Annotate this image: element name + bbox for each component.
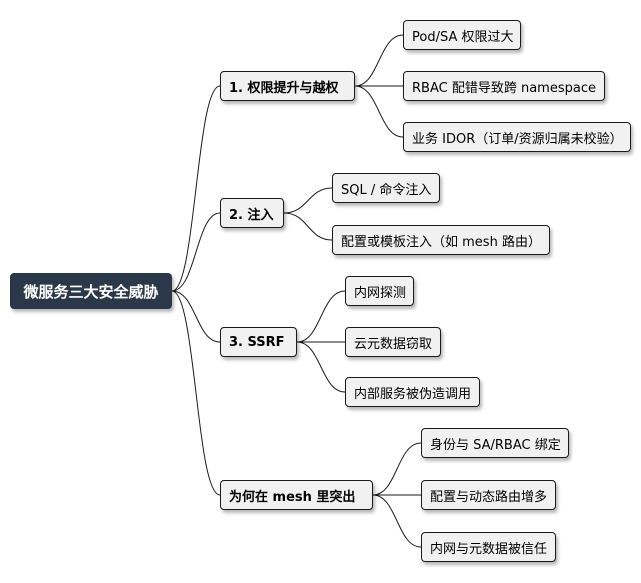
connector-leaf-internal-probe xyxy=(296,290,346,343)
connector-leaf-identity-binding xyxy=(372,442,422,496)
branch-privilege-escalation: 1. 权限提升与越权 xyxy=(220,71,355,101)
connector-leaf-config-template-injection xyxy=(283,212,333,241)
branch-why-mesh: 为何在 mesh 里突出 xyxy=(220,480,373,510)
leaf-identity-binding: 身份与 SA/RBAC 绑定 xyxy=(421,428,569,458)
leaf-rbac-misconfig: RBAC 配错导致跨 namespace xyxy=(403,71,605,101)
leaf-cloud-metadata-theft: 云元数据窃取 xyxy=(345,327,441,357)
branch-ssrf: 3. SSRF xyxy=(220,327,297,357)
leaf-config-template-injection: 配置或模板注入（如 mesh 路由） xyxy=(332,225,550,255)
connector-root-branch-ssrf xyxy=(171,290,221,343)
root-node: 微服务三大安全威胁 xyxy=(10,273,172,309)
connector-root-branch-why-mesh xyxy=(171,290,221,496)
connector-leaf-pod-sa-permissions xyxy=(354,34,404,87)
connector-root-branch-privilege-escalation xyxy=(171,85,221,292)
leaf-business-idor: 业务 IDOR（订单/资源归属未校验） xyxy=(403,122,631,152)
connector-leaf-trusted-internal-network xyxy=(372,494,422,548)
connector-leaf-sql-command-injection xyxy=(283,187,333,214)
leaf-trusted-internal-network: 内网与元数据被信任 xyxy=(421,532,556,562)
leaf-forged-internal-calls: 内部服务被伪造调用 xyxy=(345,377,480,407)
leaf-dynamic-routing: 配置与动态路由增多 xyxy=(421,480,556,510)
connector-leaf-business-idor xyxy=(354,85,404,138)
connector-leaf-forged-internal-calls xyxy=(296,341,346,393)
branch-injection: 2. 注入 xyxy=(220,198,284,228)
leaf-sql-command-injection: SQL / 命令注入 xyxy=(332,173,440,203)
leaf-internal-probe: 内网探测 xyxy=(345,276,414,306)
leaf-pod-sa-permissions: Pod/SA 权限过大 xyxy=(403,20,521,50)
connector-root-branch-injection xyxy=(171,212,221,292)
